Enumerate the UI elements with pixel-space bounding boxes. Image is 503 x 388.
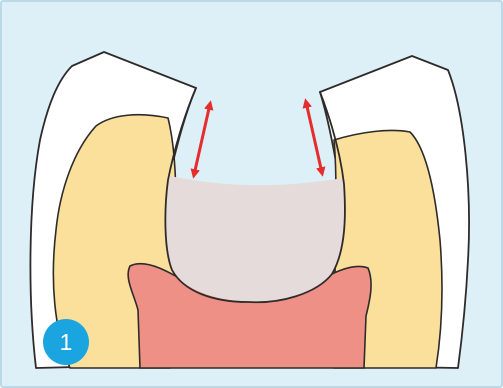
- step-badge-number: 1: [60, 329, 73, 355]
- step-badge: 1: [43, 319, 89, 365]
- restoration-material: [166, 176, 345, 302]
